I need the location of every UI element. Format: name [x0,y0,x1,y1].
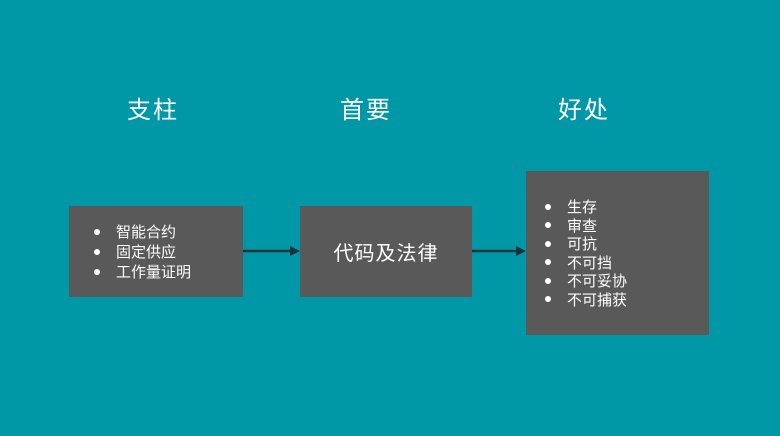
flow-arrow-right-icon [472,246,526,256]
primary-box-label: 代码及法律 [333,243,439,265]
list-item: 不可挡 [545,253,709,272]
list-item: 智能合约 [94,222,243,242]
list-item-label: 不可妥协 [567,273,628,291]
list-item-label: 可抗 [567,236,598,254]
column-header-primary: 首要 [340,97,392,124]
bullet-icon [94,268,100,275]
bullet-icon [545,222,551,229]
column-header-pillars: 支柱 [127,97,179,124]
bullet-icon [545,277,551,284]
bullet-icon [94,248,100,255]
list-item: 固定供应 [94,242,243,262]
list-item-label: 工作量证明 [116,264,192,281]
bullet-icon [545,259,551,266]
benefits-list: 生存 审查 可抗 不可挡 不可妥协 不可捕获 [526,198,709,309]
list-item: 不可妥协 [545,272,709,291]
list-item: 生存 [545,198,709,217]
list-item-label: 生存 [567,199,598,217]
list-item: 可抗 [545,235,709,254]
arrow-head [516,246,526,256]
column-header-benefits: 好处 [558,97,610,124]
bullet-icon [545,203,551,210]
bullet-icon [545,296,551,303]
bullet-icon [545,240,551,247]
flow-arrow-right-icon [243,246,300,256]
list-item-label: 审查 [567,217,598,235]
list-item-label: 智能合约 [116,224,177,241]
list-item: 审查 [545,216,709,235]
arrow-head [290,246,300,256]
bullet-icon [94,228,100,235]
list-item: 工作量证明 [94,262,243,282]
pillars-list: 智能合约 固定供应 工作量证明 [69,222,243,282]
pillars-box: 智能合约 固定供应 工作量证明 [69,206,243,297]
list-item-label: 固定供应 [116,244,177,261]
list-item-label: 不可挡 [567,254,613,272]
benefits-box: 生存 审查 可抗 不可挡 不可妥协 不可捕获 [526,171,709,335]
primary-box: 代码及法律 [300,206,472,297]
list-item: 不可捕获 [545,290,709,309]
list-item-label: 不可捕获 [567,291,628,309]
